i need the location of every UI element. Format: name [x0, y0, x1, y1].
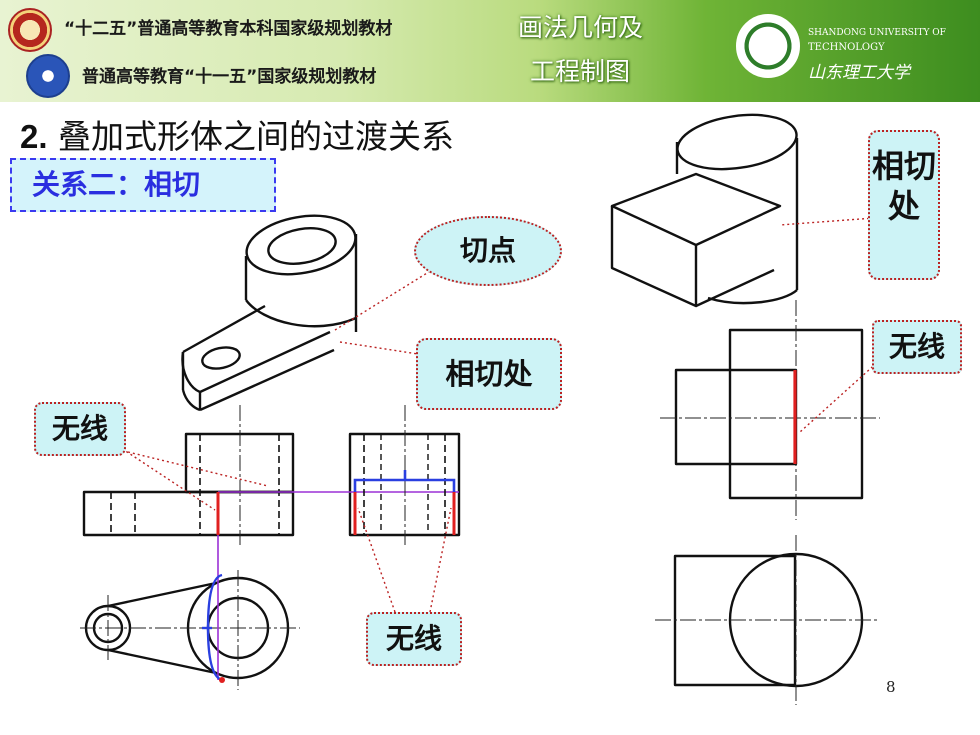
slide-subtitle: 关系二：相切 — [10, 158, 276, 212]
title-number: 2. — [20, 118, 48, 155]
label-no-line-left: 无线 — [34, 402, 126, 456]
eleventh-five-logo-icon — [26, 54, 70, 98]
label-tangent-point: 切点 — [414, 216, 562, 286]
course-title-line-2: 工程制图 — [530, 57, 631, 86]
header-banner: “十二五”普通高等教育本科国家级规划教材 普通高等教育“十一五”国家级规划教材 … — [0, 0, 980, 102]
isometric-part-right — [610, 113, 799, 308]
label-no-line-bottom: 无线 — [366, 612, 462, 666]
isometric-part-left — [181, 214, 358, 412]
front-view-right — [674, 328, 864, 500]
university-name-en-1: SHANDONG UNIVERSITY OF — [808, 28, 946, 38]
label-tangent-place-vertical: 相切处 — [868, 130, 940, 280]
university-emblem-icon — [736, 14, 800, 78]
university-name-cn: 山东理工大学 — [808, 63, 910, 83]
textbook-seal-icon — [8, 8, 52, 52]
course-title-line-1: 画法几何及 — [518, 13, 644, 42]
header-line-1: “十二五”普通高等教育本科国家级规划教材 — [64, 19, 393, 39]
university-name-en-2: TECHNOLOGY — [808, 42, 885, 53]
highlight-lines — [202, 370, 797, 683]
title-text: 叠加式形体之间的过渡关系 — [58, 117, 455, 156]
label-tangent-place: 相切处 — [416, 338, 562, 410]
slide-title: 2. 叠加式形体之间的过渡关系 — [20, 110, 454, 158]
label-no-line-right: 无线 — [872, 320, 962, 374]
page-number: 8 — [886, 678, 896, 696]
header-line-2: 普通高等教育“十一五”国家级规划教材 — [82, 67, 377, 87]
leader-lines — [117, 217, 881, 613]
